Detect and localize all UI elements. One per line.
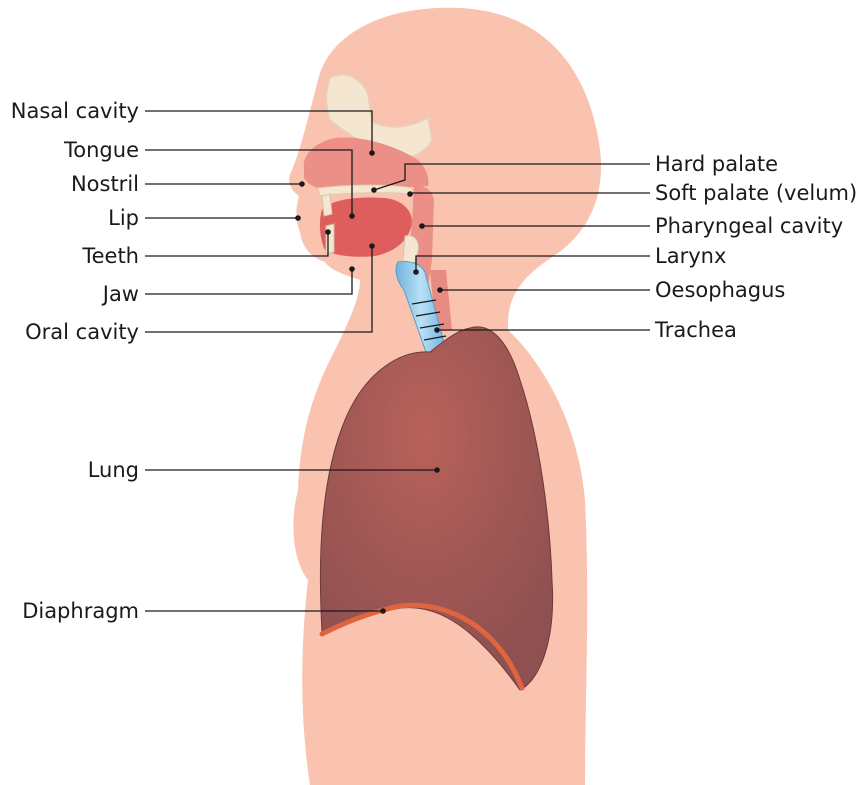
- label-pharyngeal-cavity: Pharyngeal cavity: [655, 214, 843, 238]
- label-larynx: Larynx: [655, 244, 726, 268]
- label-teeth: Teeth: [81, 244, 139, 268]
- label-tongue: Tongue: [63, 138, 139, 162]
- label-oesophagus: Oesophagus: [655, 278, 785, 302]
- label-diaphragm: Diaphragm: [22, 599, 139, 623]
- label-lung: Lung: [88, 458, 139, 482]
- label-hard-palate: Hard palate: [655, 152, 778, 176]
- label-nostril: Nostril: [71, 172, 139, 196]
- label-jaw: Jaw: [101, 282, 139, 306]
- label-lip: Lip: [108, 206, 139, 230]
- label-trachea: Trachea: [654, 318, 737, 342]
- label-oral-cavity: Oral cavity: [25, 320, 139, 344]
- label-nasal-cavity: Nasal cavity: [11, 99, 139, 123]
- label-soft-palate: Soft palate (velum): [655, 181, 857, 205]
